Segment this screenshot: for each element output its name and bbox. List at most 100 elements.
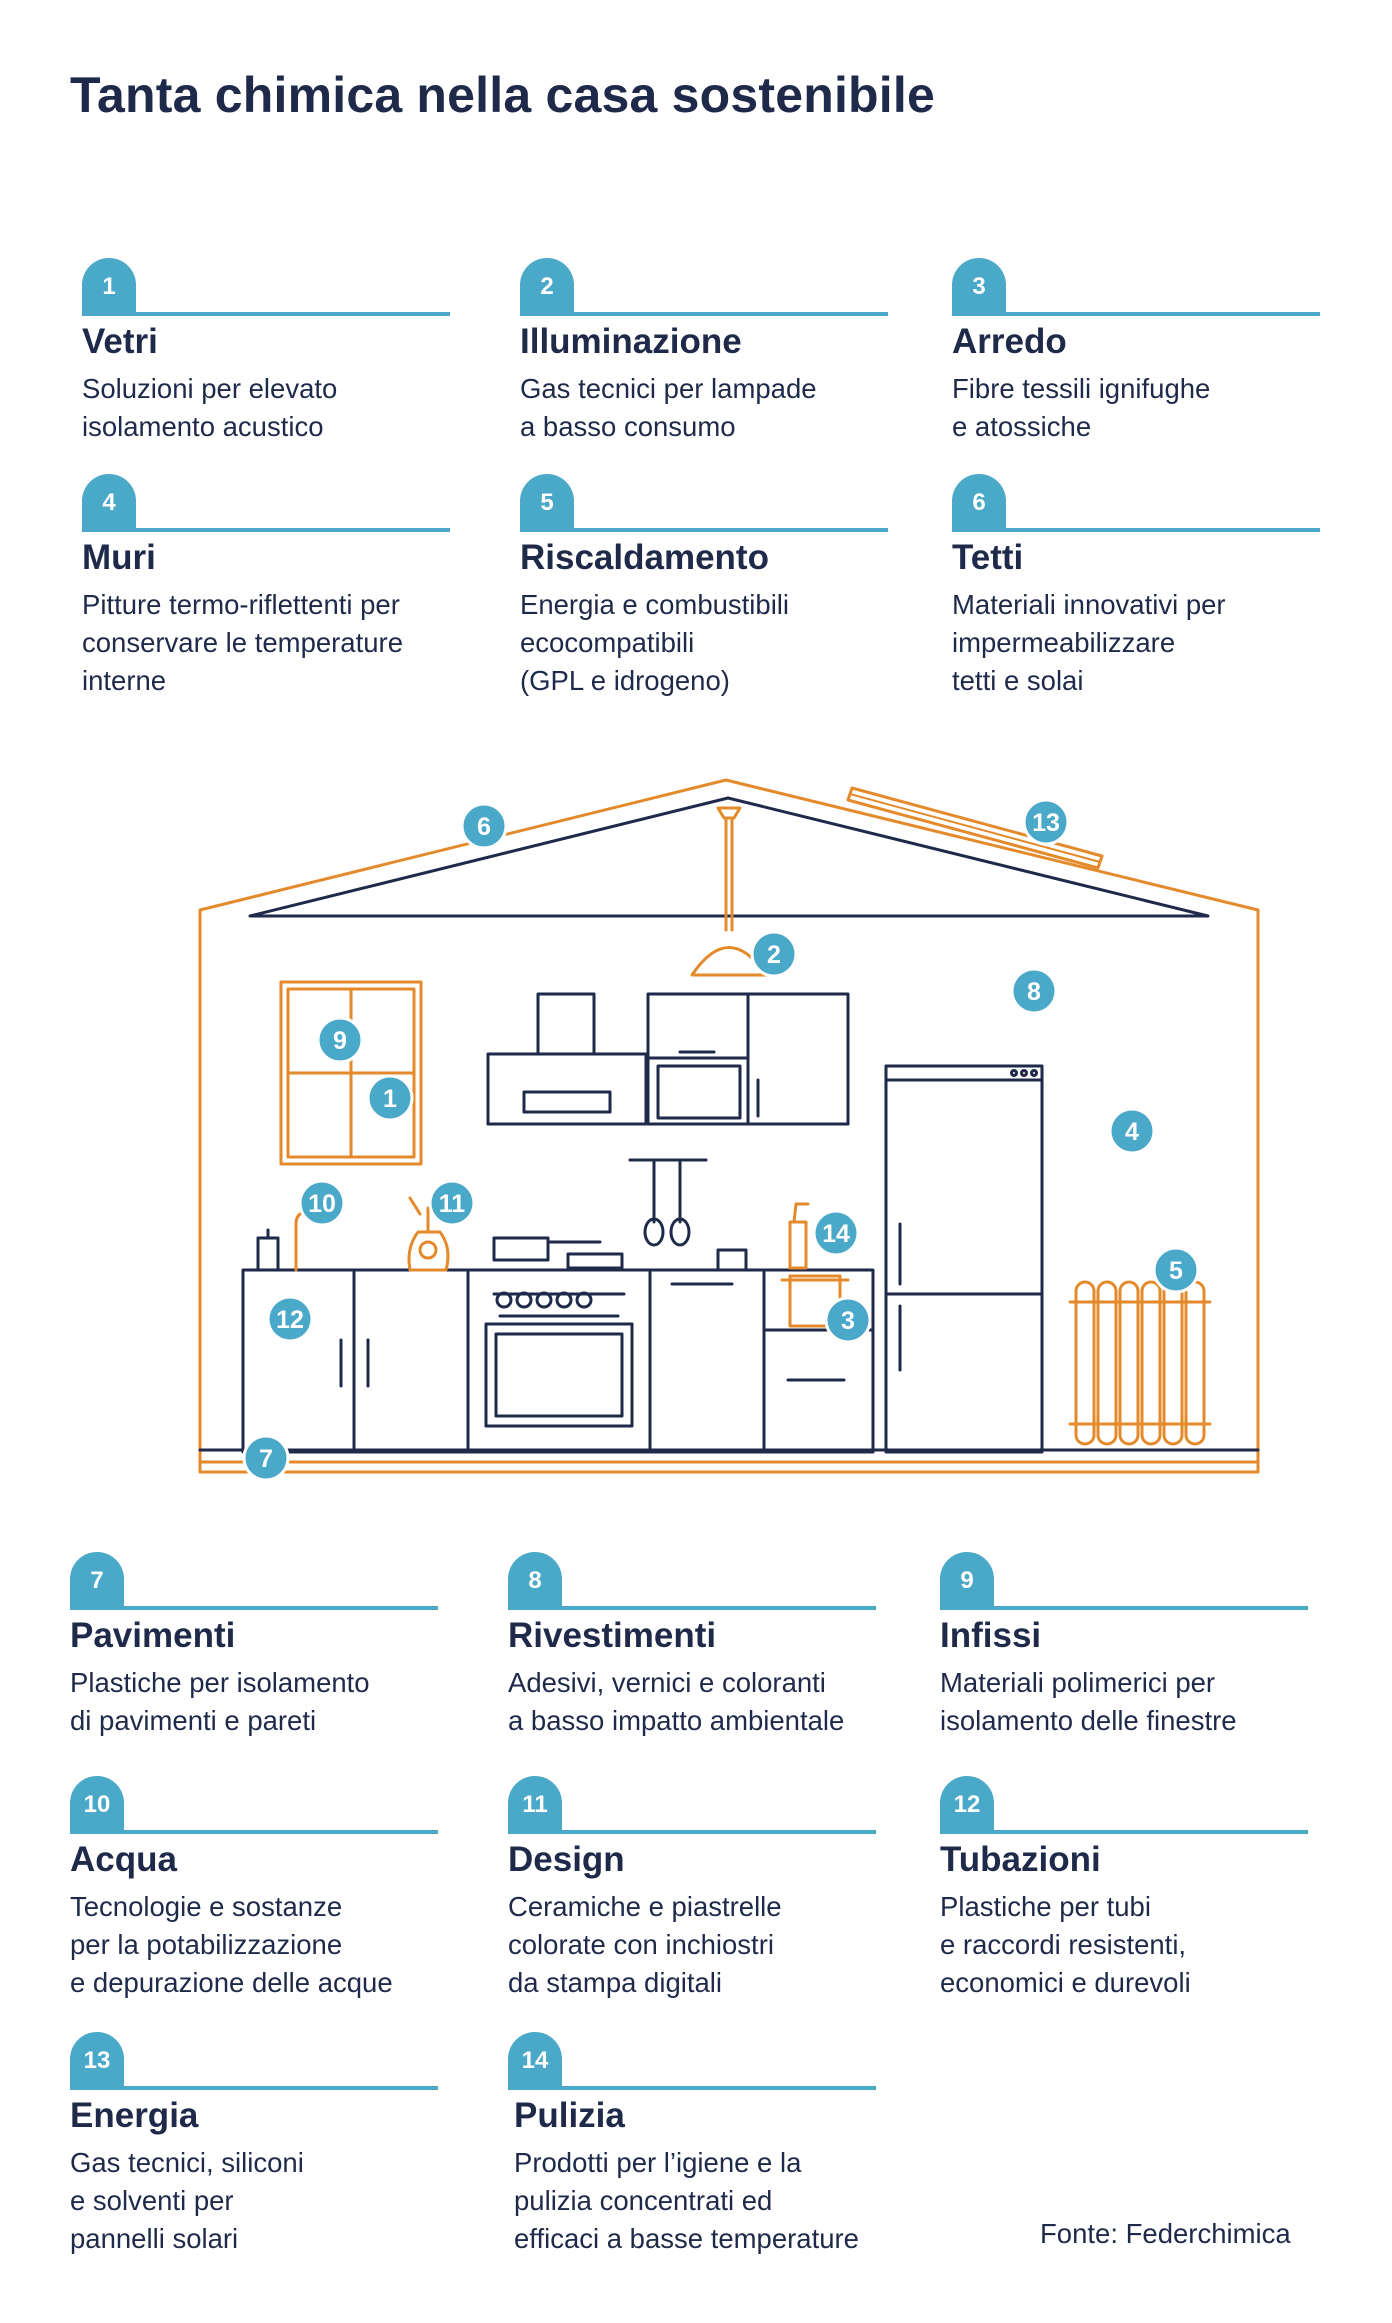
svg-text:7: 7 — [259, 1445, 273, 1473]
marker-13: 13 — [1022, 798, 1070, 846]
marker-7: 7 — [242, 1434, 290, 1482]
svg-text:11: 11 — [439, 1190, 466, 1218]
svg-text:8: 8 — [1027, 978, 1041, 1006]
svg-text:1: 1 — [383, 1085, 397, 1113]
number-badge: 4 — [82, 474, 136, 532]
house-outline — [198, 778, 1260, 1474]
utensil-rail — [628, 1158, 708, 1247]
svg-text:9: 9 — [333, 1027, 347, 1055]
item-title: Tetti — [952, 538, 1024, 577]
number-badge: 13 — [70, 2032, 124, 2090]
svg-text:14: 14 — [822, 1220, 850, 1248]
divider — [520, 312, 888, 316]
item-description: Soluzioni per elevato isolamento acustic… — [82, 373, 338, 442]
number-badge: 5 — [520, 474, 574, 532]
item-title: Pavimenti — [70, 1616, 236, 1655]
number-badge: 3 — [952, 258, 1006, 316]
divider — [508, 1830, 876, 1834]
marker-10: 10 — [298, 1179, 346, 1227]
marker-2: 2 — [750, 930, 798, 978]
number-badge: 10 — [70, 1776, 124, 1834]
upper-cabinets — [486, 992, 850, 1126]
roof-triangle — [248, 796, 1210, 918]
divider — [952, 312, 1320, 316]
base-cabinets — [241, 1268, 875, 1454]
marker-1: 1 — [366, 1074, 414, 1122]
item-title: Vetri — [82, 322, 158, 361]
marker-8: 8 — [1010, 967, 1058, 1015]
svg-text:10: 10 — [308, 1190, 336, 1218]
item-description: Gas tecnici, siliconi e solventi per pan… — [70, 2147, 304, 2254]
item-description: Adesivi, vernici e coloranti a basso imp… — [508, 1667, 845, 1736]
marker-9: 9 — [316, 1016, 364, 1064]
item-description: Energia e combustibili ecocompatibili (G… — [520, 589, 790, 696]
divider — [70, 1606, 438, 1610]
item-description: Plastiche per tubi e raccordi resistenti… — [940, 1891, 1191, 1998]
item-description: Prodotti per l’igiene e la pulizia conce… — [514, 2147, 859, 2254]
svg-text:5: 5 — [1169, 1257, 1183, 1285]
page-title: Tanta chimica nella casa sostenibile — [70, 67, 935, 123]
spray-bottle — [788, 1220, 808, 1270]
vase — [407, 1230, 450, 1272]
item-title: Tubazioni — [940, 1840, 1101, 1879]
divider — [70, 1830, 438, 1834]
countertop-items — [256, 1228, 748, 1272]
item-title: Arredo — [952, 322, 1067, 361]
marker-6: 6 — [460, 802, 508, 850]
divider — [952, 528, 1320, 532]
marker-3: 3 — [824, 1296, 872, 1344]
svg-text:3: 3 — [841, 1307, 855, 1335]
marker-14: 14 — [812, 1209, 860, 1257]
divider — [82, 312, 450, 316]
number-badge: 11 — [508, 1776, 562, 1834]
number-badge: 8 — [508, 1552, 562, 1610]
number-badge: 2 — [520, 258, 574, 316]
orange-items — [294, 1196, 1212, 1446]
item-title: Rivestimenti — [508, 1616, 717, 1655]
svg-text:4: 4 — [1125, 1118, 1139, 1146]
solar-panel — [846, 786, 1104, 870]
divider — [520, 528, 888, 532]
marker-12: 12 — [266, 1295, 314, 1343]
item-title: Riscaldamento — [520, 538, 769, 577]
item-title: Pulizia — [514, 2096, 625, 2135]
item-title: Illuminazione — [520, 322, 742, 361]
fridge — [884, 1064, 1044, 1454]
number-badge: 14 — [508, 2032, 562, 2090]
radiator — [1068, 1280, 1212, 1446]
svg-text:12: 12 — [276, 1306, 304, 1334]
item-title: Infissi — [940, 1616, 1042, 1655]
item-title: Muri — [82, 538, 156, 577]
item-description: Gas tecnici per lampade a basso consumo — [520, 373, 817, 442]
number-badge: 9 — [940, 1552, 994, 1610]
divider — [508, 2086, 876, 2090]
item-title: Design — [508, 1840, 625, 1879]
source-credit: Fonte: Federchimica — [1040, 2218, 1291, 2249]
marker-5: 5 — [1152, 1246, 1200, 1294]
svg-text:2: 2 — [767, 941, 781, 969]
number-badge: 7 — [70, 1552, 124, 1610]
item-description: Materiali innovativi per impermeabilizza… — [952, 589, 1226, 696]
window — [279, 980, 423, 1166]
item-description: Materiali polimerici per isolamento dell… — [940, 1667, 1237, 1736]
marker-4: 4 — [1108, 1107, 1156, 1155]
item-description: Plastiche per isolamento di pavimenti e … — [70, 1667, 370, 1736]
divider — [940, 1830, 1308, 1834]
item-description: Fibre tessili ignifughe e atossiche — [952, 373, 1211, 442]
number-badge: 6 — [952, 474, 1006, 532]
marker-11: 11 — [428, 1179, 476, 1227]
svg-text:13: 13 — [1032, 809, 1060, 837]
item-description: Pitture termo-riflettenti per conservare… — [82, 589, 403, 696]
item-description: Ceramiche e piastrelle colorate con inch… — [508, 1891, 782, 1998]
divider — [508, 1606, 876, 1610]
divider — [940, 1606, 1308, 1610]
number-badge: 1 — [82, 258, 136, 316]
item-title: Acqua — [70, 1840, 177, 1879]
divider — [70, 2086, 438, 2090]
item-description: Tecnologie e sostanze per la potabilizza… — [70, 1891, 393, 1998]
divider — [82, 528, 450, 532]
item-title: Energia — [70, 2096, 199, 2135]
number-badge: 12 — [940, 1776, 994, 1834]
svg-text:6: 6 — [477, 813, 491, 841]
